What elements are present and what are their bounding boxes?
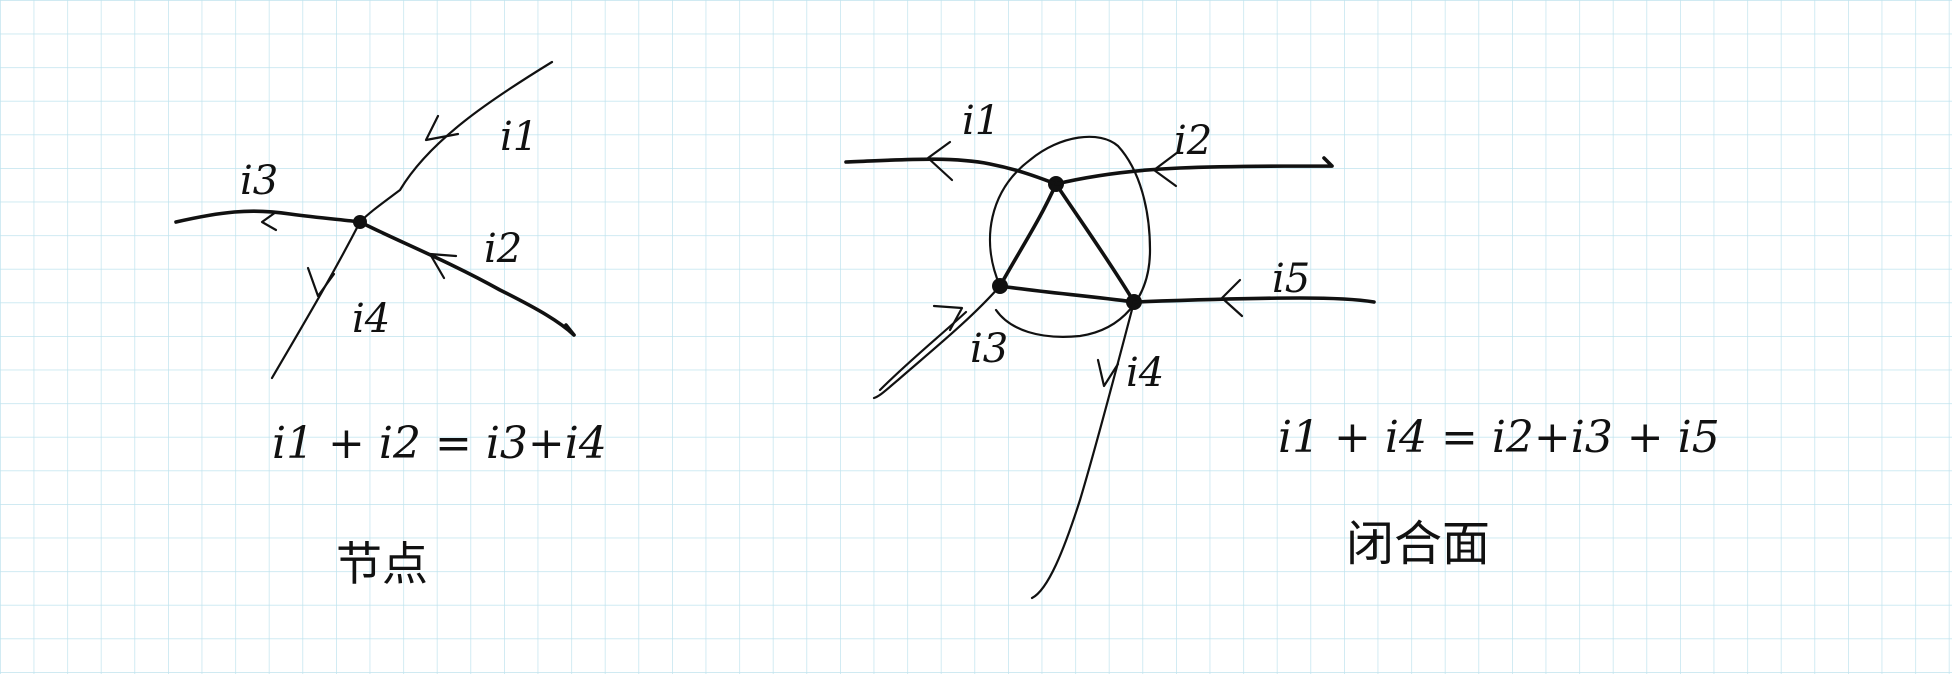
label-i5-right: i5 xyxy=(1272,256,1310,302)
label-i2-right: i2 xyxy=(1174,118,1212,164)
label-i4: i4 xyxy=(352,296,390,342)
branch-i3 xyxy=(174,209,362,224)
node-diagram: i1 i2 i3 i4 i1 + i2 = i3+i4 节点 xyxy=(174,60,607,591)
arrow-i2-right xyxy=(1152,150,1180,188)
triangle-edge-bottom xyxy=(998,284,1136,304)
label-i1-right: i1 xyxy=(962,98,1000,144)
label-i3: i3 xyxy=(240,158,278,204)
arrow-i3-right xyxy=(932,304,964,332)
arrow-i5-right xyxy=(1220,278,1244,318)
branch-i4 xyxy=(270,220,362,380)
branch-i1 xyxy=(358,60,554,224)
triangle-edge-top-right xyxy=(1054,182,1136,304)
caption-node: 节点 xyxy=(336,537,428,591)
branch-i2 xyxy=(358,220,576,337)
branch-i3-right xyxy=(872,284,1002,400)
branch-i2-right xyxy=(1054,156,1334,186)
node-dot xyxy=(353,215,367,229)
label-i4-right: i4 xyxy=(1126,350,1164,396)
triangle-edge-top-left xyxy=(998,182,1058,288)
branch-i1-right xyxy=(844,157,1058,186)
label-i3-right: i3 xyxy=(970,326,1008,372)
closed-surface xyxy=(988,135,1152,338)
label-i2: i2 xyxy=(484,226,522,272)
branch-i5-right xyxy=(1132,296,1376,304)
arrow-i2 xyxy=(428,252,458,280)
kcl-equation-left: i1 + i2 = i3+i4 xyxy=(272,418,607,469)
arrow-i1-right xyxy=(926,140,954,182)
branch-i4-right xyxy=(1030,300,1136,600)
arrow-i4 xyxy=(306,266,336,298)
kcl-equation-right: i1 + i4 = i2+i3 + i5 xyxy=(1278,412,1720,463)
label-i1: i1 xyxy=(500,114,538,160)
closed-surface-diagram: i1 i2 i3 i4 i5 i1 + i4 = i2+i3 + i5 闭合面 xyxy=(844,98,1720,600)
branch-i3-right-double xyxy=(878,310,968,392)
arrow-i1 xyxy=(424,114,460,142)
arrow-i3 xyxy=(260,210,278,232)
caption-closed-surface: 闭合面 xyxy=(1346,516,1490,572)
arrow-i4-right xyxy=(1096,358,1120,388)
